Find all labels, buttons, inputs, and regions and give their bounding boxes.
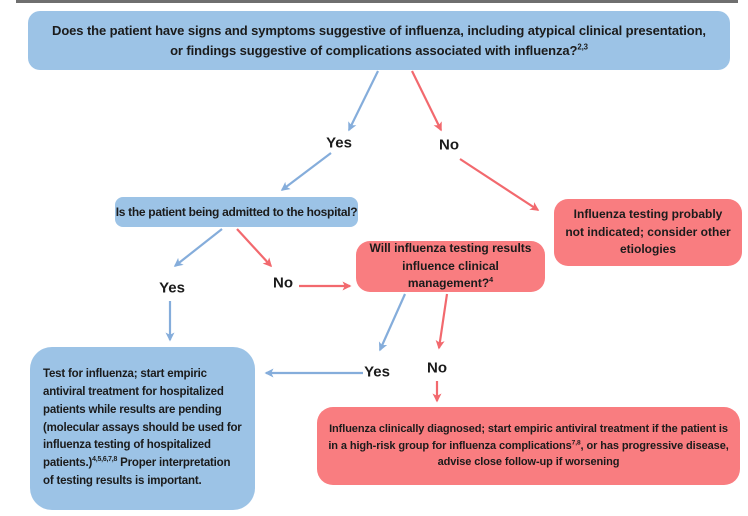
question-admitted-box: Is the patient being admitted to the hos… bbox=[115, 197, 358, 227]
reference-superscript: 2,3 bbox=[577, 42, 588, 52]
arrow-yes-to-admitted bbox=[280, 152, 332, 191]
test-for-influenza-box: Test for influenza; start empiric antivi… bbox=[30, 347, 255, 510]
test-for-influenza-text: Test for influenza; start empiric antivi… bbox=[43, 368, 242, 488]
arrow-management-to-no bbox=[435, 293, 449, 350]
decision2-yes-label: Yes bbox=[159, 279, 185, 297]
clinical-diagnosis-box: Influenza clinically diagnosed; start em… bbox=[317, 407, 740, 485]
question-symptoms-box: Does the patient have signs and symptoms… bbox=[28, 11, 730, 70]
top-edge-line bbox=[16, 0, 738, 3]
question-symptoms-text: Does the patient have signs and symptoms… bbox=[52, 23, 706, 58]
clinical-diagnosis-text: Influenza clinically diagnosed; start em… bbox=[328, 423, 729, 469]
question-admitted-text: Is the patient being admitted to the hos… bbox=[115, 205, 358, 219]
decision1-yes-label: Yes bbox=[326, 134, 352, 152]
question-management-text: Will influenza testing results influence… bbox=[369, 241, 532, 291]
testing-not-indicated-box: Influenza testing probably not indicated… bbox=[554, 199, 742, 266]
reference-superscript: 4 bbox=[489, 275, 494, 285]
arrow-admitted-to-yes bbox=[173, 228, 223, 267]
arrow-management-to-yes bbox=[378, 293, 407, 352]
reference-superscript: 4,5,6,7,8 bbox=[92, 456, 118, 464]
decision3-yes-label: Yes bbox=[364, 363, 390, 381]
decision3-no-label: No bbox=[427, 359, 447, 377]
arrow-no-to-not-indicated bbox=[459, 158, 540, 211]
arrow-symptoms-to-yes bbox=[348, 70, 379, 132]
decision1-no-label: No bbox=[439, 136, 459, 154]
testing-not-indicated-text: Influenza testing probably not indicated… bbox=[565, 207, 731, 257]
reference-superscript: 7,8 bbox=[571, 439, 581, 447]
decision2-no-label: No bbox=[273, 274, 293, 292]
question-management-box: Will influenza testing results influence… bbox=[356, 241, 545, 292]
arrow-symptoms-to-no bbox=[411, 70, 442, 132]
arrow-admitted-to-no bbox=[236, 228, 273, 268]
